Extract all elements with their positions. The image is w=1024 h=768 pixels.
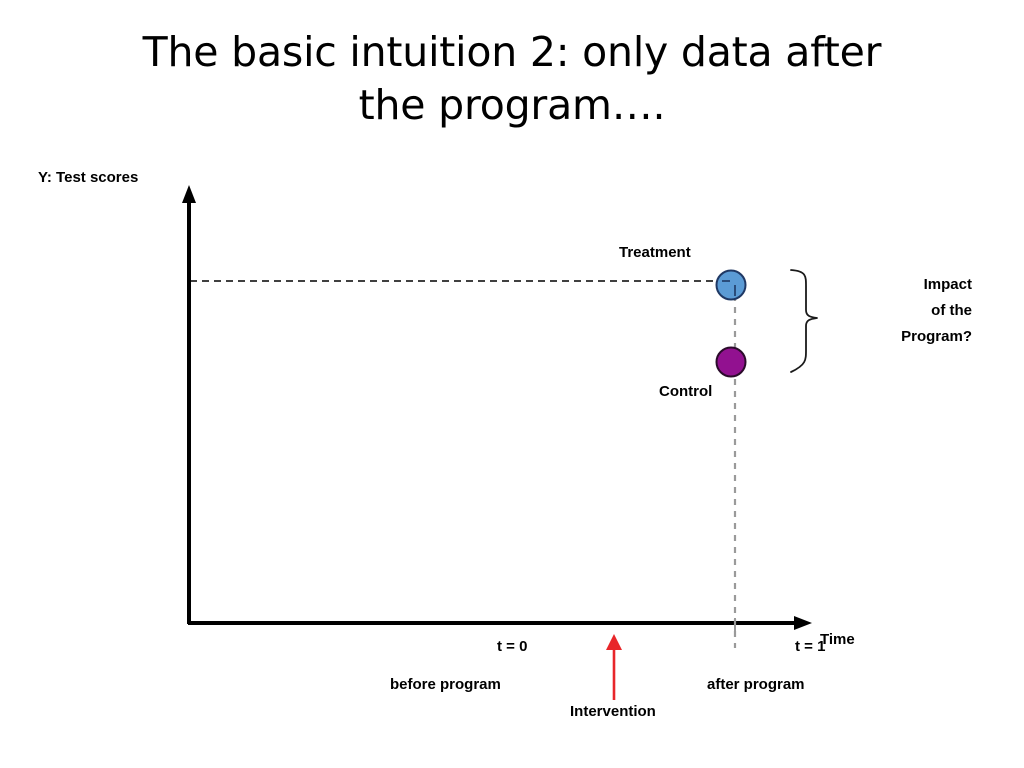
x-tick-label-t0: t = 0 — [497, 638, 528, 655]
page-title: The basic intuition 2: only data after t… — [142, 28, 882, 130]
impact-label-line-2: of the — [931, 301, 972, 319]
x-axis-label: Time — [820, 631, 855, 648]
y-axis-arrowhead — [182, 185, 196, 203]
intervention-arrow — [606, 634, 622, 700]
y-axis — [182, 185, 196, 624]
y-axis-label: Y: Test scores — [38, 169, 139, 186]
x-axis-arrowhead — [794, 616, 812, 630]
impact-of-program-label: Impact of the Program? — [840, 272, 972, 349]
impact-label-line-1: Impact — [923, 276, 972, 293]
x-tick-label-t1: t = 1 — [795, 638, 826, 655]
control-data-point — [715, 346, 747, 378]
impact-label-line-3: Program? — [901, 327, 972, 345]
treatment-series-label: Treatment — [619, 244, 691, 261]
control-series-label: Control — [659, 383, 713, 400]
x-tick-sublabel-after-program: after program — [707, 676, 805, 693]
intervention-arrow-head — [606, 634, 622, 650]
treatment-data-point — [715, 269, 747, 301]
intervention-label: Intervention — [570, 703, 656, 720]
impact-brace — [790, 269, 818, 373]
x-axis — [188, 616, 812, 630]
x-tick-sublabel-before-program: before program — [390, 676, 501, 693]
